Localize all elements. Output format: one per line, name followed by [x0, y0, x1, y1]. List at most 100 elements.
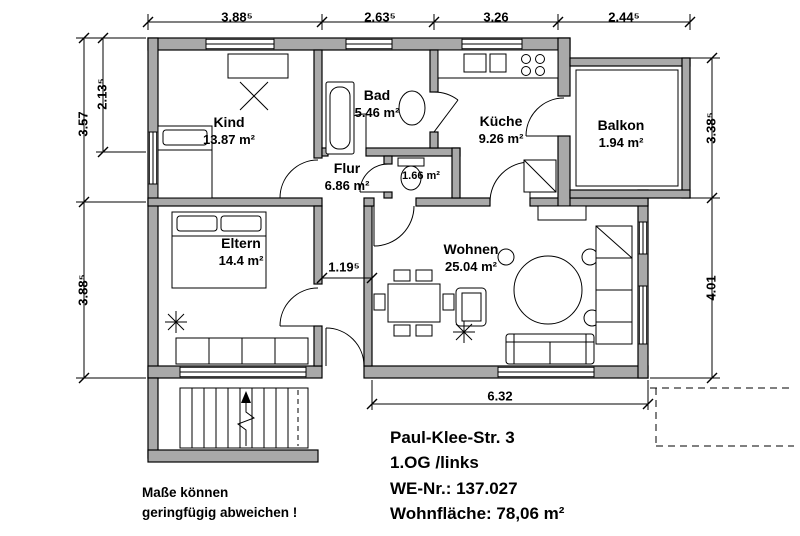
window-eltern-bottom — [179, 366, 307, 378]
disclaimer-line-2: geringfügig abweichen ! — [142, 505, 298, 520]
window-wohnen-right-2 — [638, 285, 648, 345]
kitchen-counter-icon — [437, 49, 559, 79]
room-area: 14.4 m² — [218, 252, 264, 268]
dim-top-3: 3.26 — [483, 9, 509, 25]
dim-top-2: 2.63⁵ — [364, 9, 396, 25]
wall — [365, 147, 461, 157]
fridge-icon — [523, 159, 557, 193]
door-abstellraum — [359, 163, 389, 193]
chair-icon — [239, 81, 269, 111]
room-area: 13.87 m² — [202, 131, 256, 147]
windows — [148, 38, 648, 378]
door-entrance — [325, 327, 365, 367]
furniture — [157, 49, 633, 365]
info-block: Paul-Klee-Str. 3 1.OG /links WE-Nr.: 137… — [390, 425, 564, 527]
wall — [529, 197, 649, 207]
dim-left-2: 3.88⁵ — [75, 274, 91, 306]
wall — [557, 37, 571, 97]
disclaimer-note: Maße können geringfügig abweichen ! — [142, 483, 297, 523]
room-name: Bad — [363, 87, 391, 104]
wall — [429, 131, 439, 149]
room-area: 1.94 m² — [598, 134, 644, 150]
living-area-line: Wohnfläche: 78,06 m² — [390, 504, 565, 524]
wall — [429, 49, 439, 93]
double-bed-icon — [171, 211, 267, 289]
room-area: 6.86 m² — [324, 177, 370, 193]
window-bad-top — [345, 38, 393, 50]
door-kind — [279, 159, 319, 199]
unit-number-line: WE-Nr.: 137.027 — [390, 478, 518, 498]
wall — [557, 135, 571, 207]
room-label-bad: Bad 5.46 m² — [355, 87, 400, 121]
door-eltern — [279, 287, 319, 327]
wall — [147, 377, 159, 459]
room-name: Eltern — [221, 235, 261, 252]
window-wohnen-right-1 — [638, 221, 648, 255]
dim-top-4: 2.44⁵ — [608, 9, 640, 25]
dashed-boundary — [650, 387, 794, 447]
dining-table-icon — [373, 269, 455, 337]
window-kind-left — [148, 131, 158, 185]
stairs — [179, 387, 309, 449]
plant-icon-wohnen — [453, 321, 475, 343]
wall — [147, 197, 323, 207]
wall — [363, 197, 375, 207]
wall — [147, 37, 159, 379]
window-kueche-top — [461, 38, 523, 50]
dim-right-2: 4.01 — [703, 275, 719, 301]
wall-unit-icon — [595, 225, 633, 345]
wall — [147, 449, 319, 463]
door-balkon — [525, 97, 565, 137]
wall — [313, 49, 323, 159]
room-name: Flur — [333, 160, 361, 177]
bed-icon-kind — [157, 125, 213, 199]
dim-left-1: 3.57 — [75, 111, 91, 137]
armchair-icon — [455, 287, 487, 327]
wall — [313, 325, 323, 367]
wall — [383, 155, 393, 165]
window-kind-top — [205, 38, 275, 50]
desk-icon — [227, 53, 289, 79]
dimension-lines — [76, 14, 720, 410]
wall — [313, 205, 323, 285]
address-line: Paul-Klee-Str. 3 — [390, 428, 515, 447]
sideboard-icon — [537, 205, 587, 221]
toilet-icon — [397, 157, 425, 191]
round-table-icon — [497, 248, 601, 327]
wall — [681, 57, 691, 199]
room-area: 9.26 m² — [478, 130, 524, 146]
wall — [383, 191, 393, 199]
room-area: 1.66 m² — [402, 170, 440, 183]
wall — [415, 197, 491, 207]
balcony-floor — [575, 69, 679, 187]
room-label-kueche: Küche 9.26 m² — [479, 113, 524, 147]
room-label-balkon: Balkon 1.94 m² — [598, 117, 645, 151]
room-name: Küche — [479, 113, 523, 130]
wall — [569, 57, 691, 67]
sink-icon — [398, 90, 426, 126]
room-name: Wohnen — [443, 241, 499, 258]
stairs-walk-line-icon — [236, 391, 256, 446]
wall — [569, 189, 691, 199]
wall — [637, 189, 649, 379]
dim-left-inner: 2.13⁵ — [94, 78, 110, 110]
room-area: 25.04 m² — [444, 258, 498, 274]
room-name: Balkon — [597, 117, 645, 134]
room-label-flur: Flur 6.86 m² — [325, 160, 370, 194]
room-label-abstellraum: 1.66 m² — [402, 170, 440, 184]
room-area: 5.46 m² — [354, 104, 400, 120]
door-wohnen — [373, 205, 415, 247]
plant-icon-eltern — [165, 311, 187, 333]
room-name: Kind — [213, 114, 245, 131]
dim-top-1: 3.88⁵ — [221, 9, 253, 25]
room-label-wohnen: Wohnen 25.04 m² — [444, 241, 499, 275]
bathtub-icon — [325, 81, 355, 155]
wardrobe-icon — [175, 337, 309, 365]
room-label-eltern: Eltern 14.4 m² — [219, 235, 264, 269]
dim-bottom: 6.32 — [487, 388, 513, 404]
wall — [363, 205, 373, 367]
disclaimer-line-1: Maße können — [142, 485, 229, 500]
sofa-icon — [505, 333, 595, 365]
